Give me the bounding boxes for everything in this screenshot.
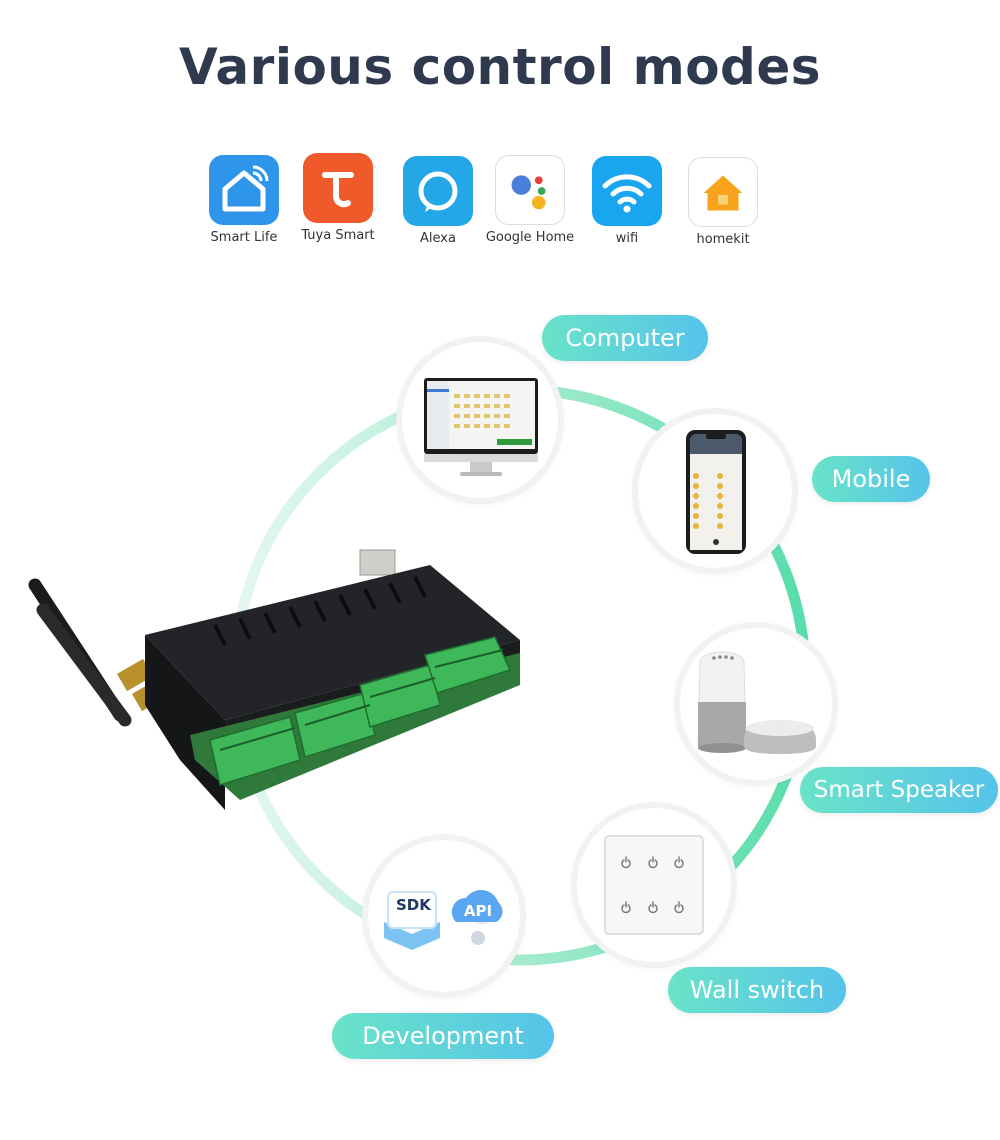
app-label: Google Home [485,230,575,245]
app-label: Smart Life [210,230,278,245]
development-node: SDK API [368,840,520,992]
app-homekit: homekit [668,157,778,247]
app-label: wifi [615,231,639,246]
wall-switch-icon [604,835,704,935]
wall-switch-node [577,808,731,962]
mobile-node [638,414,792,568]
homekit-icon [688,157,758,227]
speaker-node [680,628,832,780]
api-badge: API [463,902,493,920]
speaker-label: Smart Speaker [800,767,998,813]
monitor-icon [424,378,538,476]
smartphone-icon [686,430,746,554]
tuya-smart-icon [303,153,373,223]
app-label: Alexa [420,231,456,246]
smart-life-icon [209,155,279,225]
alexa-icon [403,156,473,226]
sdk-badge: SDK [396,896,431,914]
app-label: Tuya Smart [301,228,375,243]
computer-node [402,342,558,498]
relay-controller-device [28,549,520,810]
google-home-icon [495,155,565,225]
page-title: Various control modes [178,38,822,96]
wall-switch-label: Wall switch [668,967,846,1013]
app-label: homekit [696,232,750,247]
sdk-api-icon [384,889,503,950]
smart-speaker-icon [697,651,816,754]
app-alexa: Alexa [383,156,493,246]
wifi-icon [592,156,662,226]
app-wifi: wifi [572,156,682,246]
development-label: Development [332,1013,554,1059]
app-google-home: Google Home [475,155,585,245]
app-tuya-smart: Tuya Smart [283,153,393,243]
app-smart-life: Smart Life [189,155,299,245]
computer-label: Computer [542,315,708,361]
mobile-label: Mobile [812,456,930,502]
